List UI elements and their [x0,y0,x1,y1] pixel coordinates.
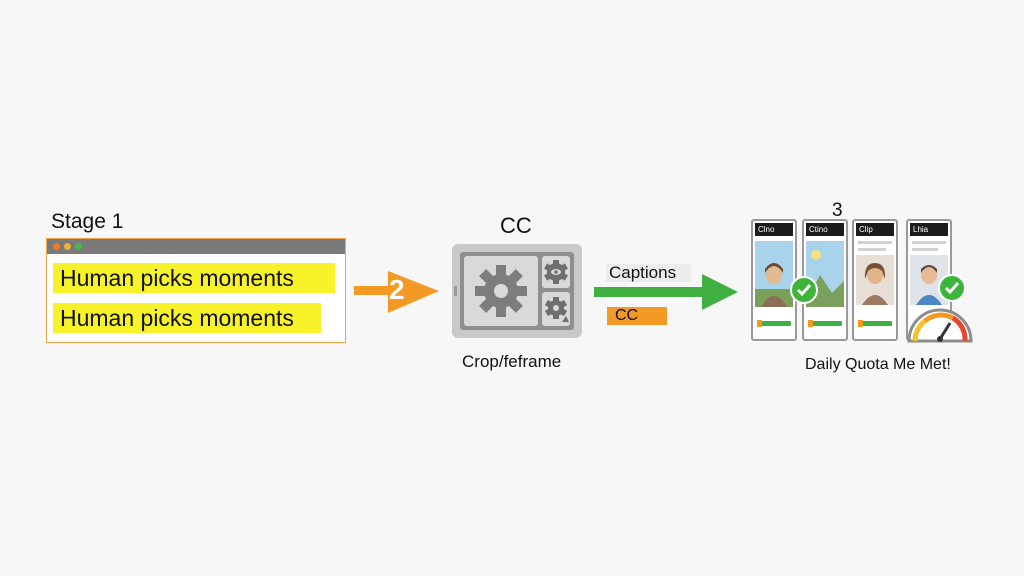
stage2-title: CC [500,213,532,238]
checkmark-icon [938,274,966,302]
phone-mockup-2: Ctino [802,219,848,341]
progress-marker [757,320,762,327]
avatar-icon [856,255,894,305]
gauge-icon [907,308,973,343]
window-maximize-dot [75,243,82,250]
checkmark-icon [790,276,818,304]
phone-mockup-3: Clip [852,219,898,341]
progress-marker [808,320,813,327]
checkmark-glyph [796,284,812,297]
avatar [755,241,793,307]
window-titlebar [47,239,345,254]
avatar-icon [755,241,793,307]
landscape-icon [806,241,844,307]
stage1-window: Human picks moments Human picks moments [46,238,346,343]
cc-tag: CC [607,307,667,325]
phone-header: Clno [755,223,793,236]
tablet-device [452,244,582,338]
arrow2-shaft [594,287,706,297]
window-close-dot [53,243,60,250]
arrow-stage1-to-stage2 [354,271,439,313]
phone-header: Clip [856,223,894,236]
progress-bar [757,321,791,326]
stage3-caption: Daily Quota Me Met! [805,356,951,373]
tablet-screen [460,252,574,330]
highlight-line-1: Human picks moments [53,263,335,293]
gear-icon [475,265,527,317]
stage3-number: 3 [832,200,843,221]
tablet-side-button [454,286,457,296]
gear-icon [544,297,569,322]
text-line [858,248,886,251]
captions-label: Captions [606,264,691,282]
landscape-photo [806,241,844,307]
phone-header: Lhia [910,223,948,236]
large-gear-pane [464,256,538,326]
arrow1-number: 2 [389,274,405,305]
phone-mockup-1: Clno [751,219,797,341]
small-gear-pane-bottom [542,292,570,326]
text-line [912,248,938,251]
stage2-caption: Crop/feframe [462,352,562,371]
highlight-line-2: Human picks moments [53,303,321,333]
small-gear-pane-top [542,256,570,288]
arrow-stage2-to-stage3 [594,274,738,310]
avatar [856,255,894,305]
text-line [858,241,892,244]
arrow2-head [702,274,738,310]
text-line [912,241,946,244]
stage1-title: Stage 1 [51,210,124,233]
arrow1-shaft [354,286,394,295]
gear-eye-icon [544,260,568,284]
progress-bar [858,321,892,326]
checkmark-glyph [944,282,960,295]
progress-bar [808,321,842,326]
arrow1-head [388,271,439,313]
phone-header: Ctino [806,223,844,236]
window-minimize-dot [64,243,71,250]
progress-marker [858,320,863,327]
